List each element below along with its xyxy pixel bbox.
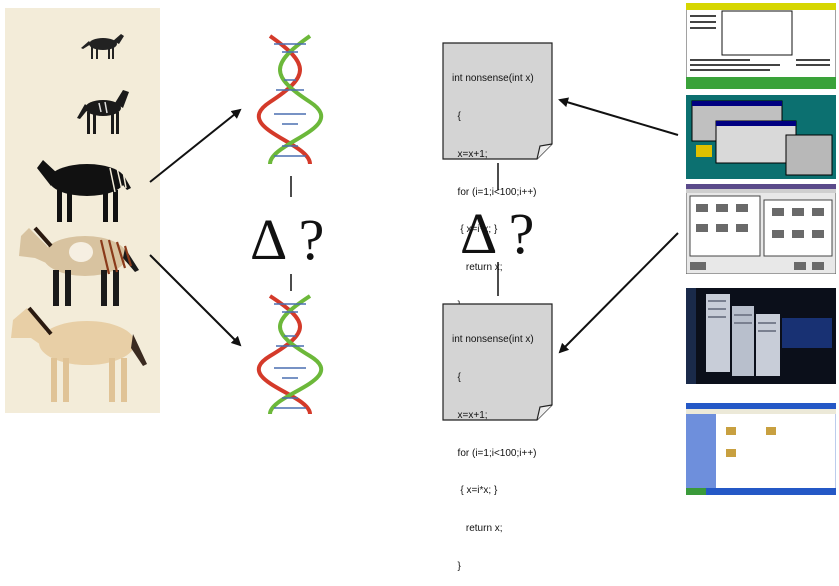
code-line: int nonsense(int x) (452, 334, 534, 346)
arrow-screen-to-code-bottom (558, 232, 679, 354)
code-document-icon-bottom (442, 303, 553, 421)
horse-evolution-figure (11, 34, 147, 402)
code-line: return x; (452, 523, 503, 535)
eohippus-icon (81, 34, 124, 59)
connector-arrows (149, 97, 679, 354)
windows-xp-screenshot (686, 403, 836, 495)
code-line: { (452, 110, 461, 122)
pliohippus-icon (19, 226, 139, 306)
arrow-horse-to-dna-bottom (149, 254, 242, 347)
delta-question-right: Δ ? (460, 201, 535, 266)
code-line: return x; (452, 262, 503, 274)
dna-helix-icon-top (257, 34, 323, 165)
code-snippet-bottom: int nonsense(int x) { x=x+1; for (i=1;i<… (452, 309, 537, 586)
horse-evolution-panel (5, 8, 160, 413)
arrow-screen-to-code-top (558, 97, 679, 136)
code-line: { x=i*x; } (452, 485, 498, 497)
code-line: for (i=1;i<100;i++) (452, 447, 537, 459)
code-document-icon-top (442, 42, 553, 160)
code-line: int nonsense(int x) (452, 73, 534, 85)
code-line: for (i=1;i<100;i++) (452, 186, 537, 198)
code-snippet-top: int nonsense(int x) { x=x+1; for (i=1;i<… (452, 48, 537, 325)
program-manager-screenshot (686, 184, 836, 274)
delta-question-left: Δ ? (250, 207, 325, 272)
code-line: x=x+1; (452, 148, 488, 160)
merychippus-icon (37, 160, 131, 222)
arrow-horse-to-dna-top (149, 108, 242, 183)
equus-icon (11, 306, 147, 402)
dna-helix-icon-bottom (257, 294, 323, 415)
code-line: } (452, 560, 461, 572)
linux-desktop-screenshot (686, 288, 836, 384)
code-line: { x=i*x; } (452, 224, 498, 236)
windows-3-screenshot (686, 95, 836, 179)
code-line: { (452, 371, 461, 383)
windows-1-screenshot (686, 3, 836, 89)
code-line: x=x+1; (452, 409, 488, 421)
mesohippus-icon (77, 90, 129, 134)
